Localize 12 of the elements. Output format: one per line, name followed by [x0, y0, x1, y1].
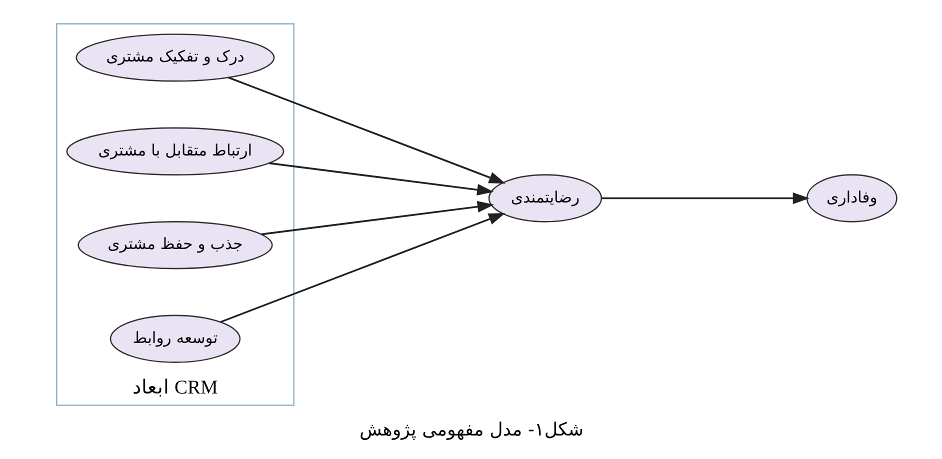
arrow	[220, 213, 505, 323]
node-ellipse: ارتباط متقابل با مشتری	[66, 127, 284, 176]
node-ellipse: توسعه روابط	[109, 314, 240, 363]
node-ellipse: رضایتمندی	[488, 174, 602, 222]
arrow	[228, 76, 506, 184]
arrow	[268, 162, 494, 196]
node-ellipse: جذب و حفظ مشتری	[77, 221, 272, 270]
node-ellipse: درک و تفکیک مشتری	[75, 34, 274, 82]
arrow	[601, 192, 810, 204]
arrow	[260, 200, 494, 236]
caption: شکل۱- مدل مفهومی پژوهش	[359, 419, 583, 440]
node-ellipse: وفاداری	[806, 174, 897, 222]
